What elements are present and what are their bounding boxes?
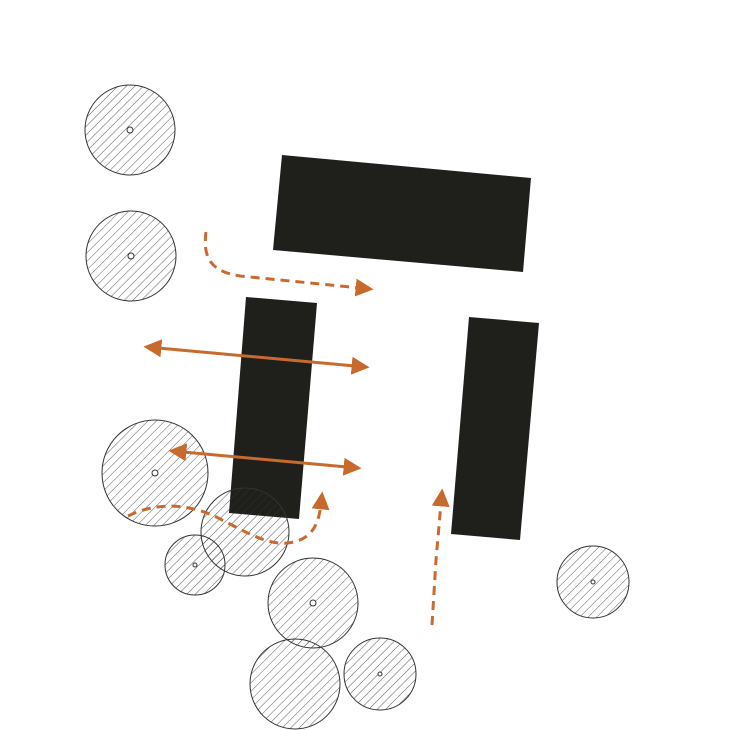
buildings [229, 155, 539, 540]
tree [85, 210, 177, 302]
circulation-paths [127, 231, 450, 626]
building-east [451, 317, 539, 540]
building-north [273, 155, 531, 272]
tree [249, 638, 341, 730]
dashed-path-north [203, 231, 374, 297]
tree [267, 557, 359, 649]
dashed-path-south [430, 488, 450, 626]
building-west [229, 297, 317, 519]
tree [164, 534, 226, 596]
double-arrow-upper [143, 339, 370, 375]
dashed-path-southwest [127, 491, 330, 545]
tree [343, 637, 417, 711]
tree [556, 545, 630, 619]
double-arrow-lower [168, 443, 362, 476]
tree [84, 84, 176, 176]
